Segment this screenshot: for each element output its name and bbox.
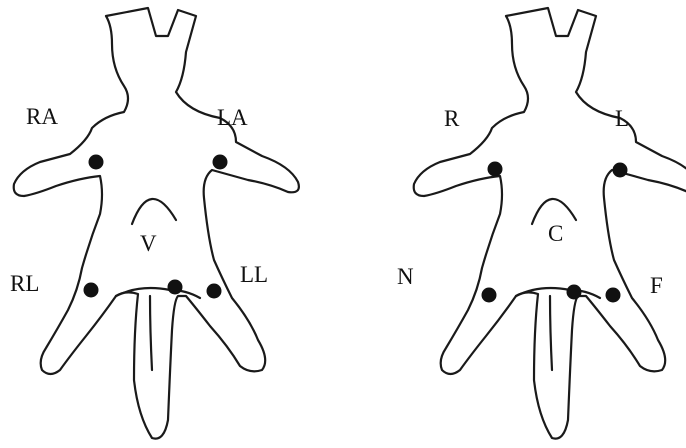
right-cat-electrode-left-arm [613, 163, 628, 178]
left-cat-electrode-right-leg [84, 283, 99, 298]
left-cat-outline [14, 8, 299, 439]
right-cat-electrode-right-arm [488, 162, 503, 177]
left-cat-electrode-right-arm [89, 155, 104, 170]
left-cat-label-left-leg: LL [240, 263, 268, 286]
left-cat-label-right-arm: RA [26, 105, 58, 128]
left-cat-electrode-tail-base [168, 280, 183, 295]
right-cat-label-left-leg: F [650, 274, 663, 297]
right-cat-electrode-tail-base [567, 285, 582, 300]
left-cat-electrode-left-leg [207, 284, 222, 299]
right-cat-label-right-arm: R [444, 107, 459, 130]
right-cat-label-chest: C [548, 222, 563, 245]
left-cat-label-right-leg: RL [10, 272, 39, 295]
right-cat-electrode-right-leg [482, 288, 497, 303]
right-cat-label-right-leg: N [397, 265, 414, 288]
right-cat-label-left-arm: L [615, 107, 629, 130]
right-cat-electrode-left-leg [606, 288, 621, 303]
left-cat-label-chest: V [140, 232, 157, 255]
left-cat-electrode-left-arm [213, 155, 228, 170]
left-cat-label-left-arm: LA [217, 106, 248, 129]
